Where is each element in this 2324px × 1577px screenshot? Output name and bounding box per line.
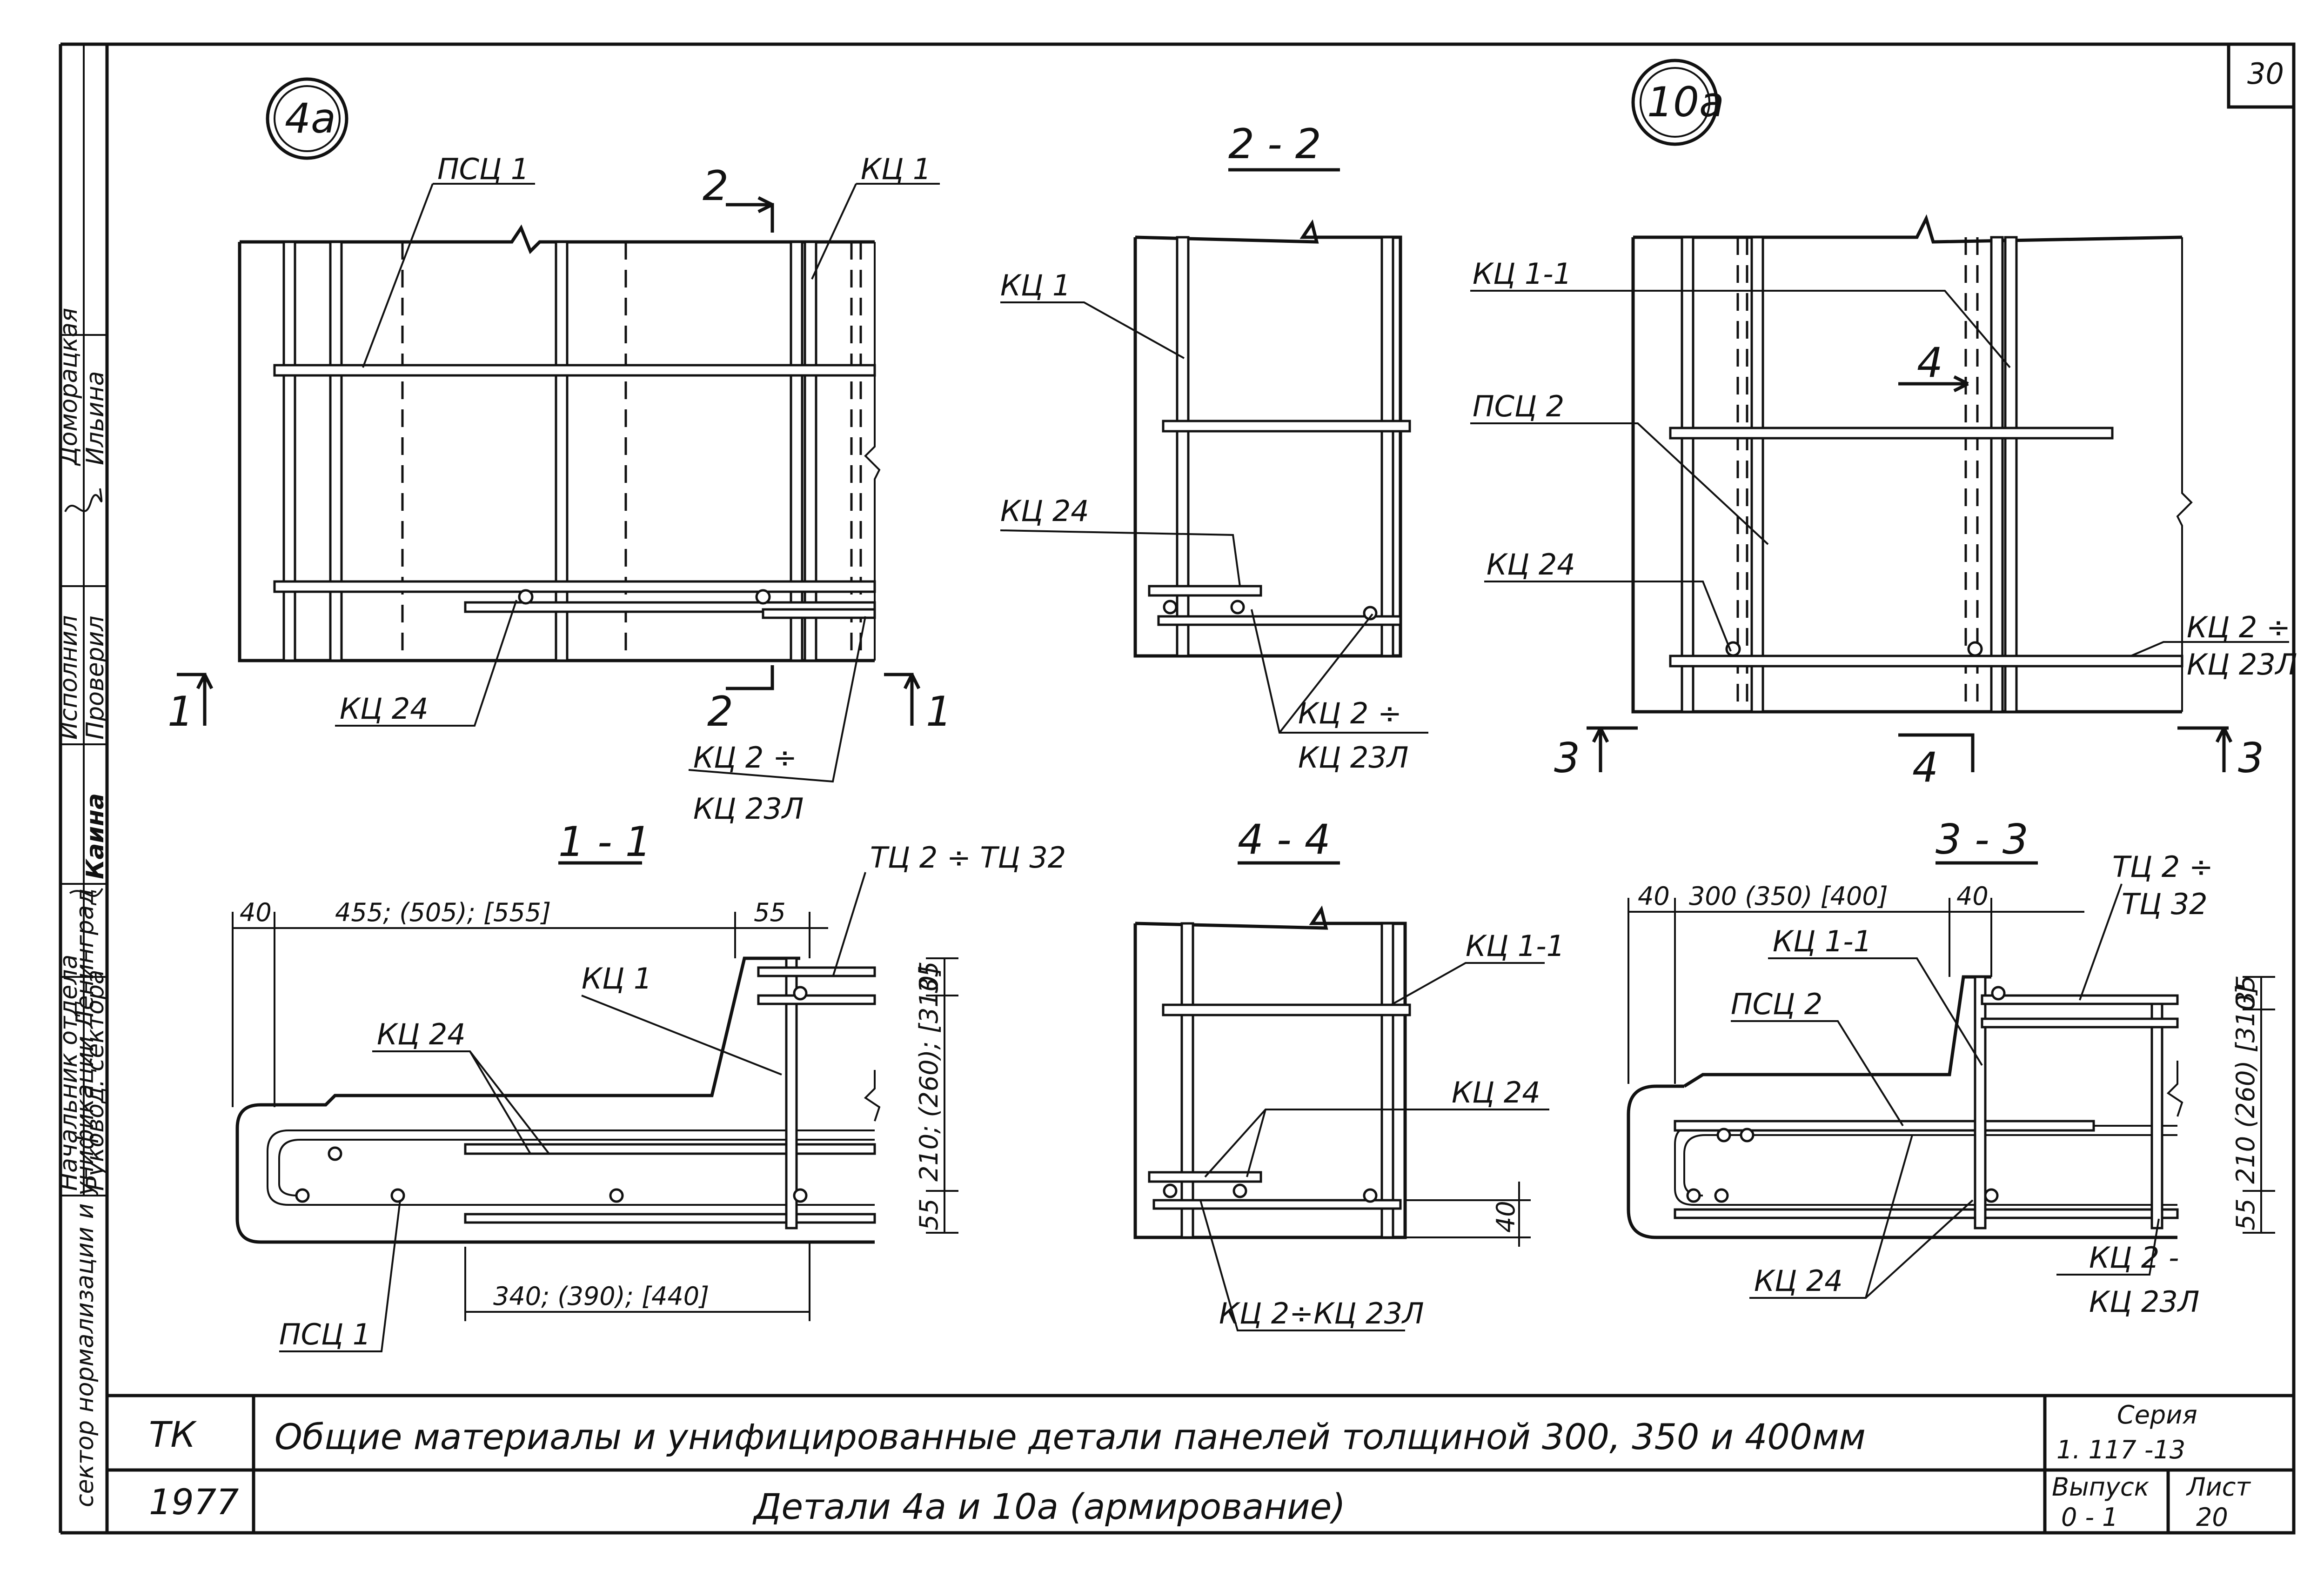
section-2-2 <box>1000 168 1428 734</box>
d10a-label-kc2-b: КЦ 23Л <box>2187 648 2297 682</box>
detail-4a-marker-outer <box>266 77 348 160</box>
section-1-1 <box>232 861 958 1352</box>
s33-dim-40b: 40 <box>1956 882 1989 911</box>
d10a-label-kc2-a: КЦ 2 ÷ <box>2187 610 2291 644</box>
title-block <box>107 1394 2294 1533</box>
title-line-2: Детали 4а и 10а (армирование) <box>752 1486 1346 1527</box>
s11-dim-55: 55 <box>754 898 786 927</box>
stamp-org: сектор нормализации и унификации Ленингр… <box>71 888 99 1507</box>
s33-dim-300: 300 (350) [400] <box>1689 882 1888 911</box>
s33-label-kc2-b: КЦ 23Л <box>2089 1285 2199 1319</box>
sheet-frame <box>59 42 2296 1535</box>
d4a-label-kc24: КЦ 24 <box>340 692 429 726</box>
d4a-label-kc1: КЦ 1 <box>861 152 931 186</box>
d4a-label-psc1: ПСЦ 1 <box>437 152 529 186</box>
s11-label-psc1: ПСЦ 1 <box>279 1317 371 1351</box>
stamp-role-checked: Проверил <box>81 615 109 740</box>
d4a-label-kc2-b: КЦ 23Л <box>693 792 804 826</box>
cut-4-top: 4 <box>1917 339 1943 387</box>
stamp-role-head-dept: Начальник отдела <box>55 955 83 1191</box>
s11-label-kc24: КЦ 24 <box>377 1017 466 1051</box>
title-line-1: Общие материалы и унифицированные детали… <box>275 1416 1866 1457</box>
series-label: Серия <box>2117 1400 2197 1430</box>
s22-label-kc2-a: КЦ 2 ÷ <box>1298 696 1402 730</box>
s44-label-kc1-1: КЦ 1-1 <box>1466 929 1565 963</box>
stamp-name-ilina: Ильина <box>81 371 109 465</box>
d10a-label-kc24: КЦ 24 <box>1487 548 1575 581</box>
s33-label-kc2-a: КЦ 2 - <box>2089 1241 2179 1275</box>
s11-dim-35: 35 <box>914 961 944 993</box>
detail-10a-elevation: 3 3 4 4 <box>1470 59 2289 791</box>
s11-dim-55v: 55 <box>914 1198 944 1230</box>
s22-label-kc2-b: КЦ 23Л <box>1298 741 1408 775</box>
cut-2-bottom: 2 <box>707 688 733 735</box>
s11-dim-210: 210; (260); [310] <box>914 966 944 1182</box>
s33-label-psc2: ПСЦ 2 <box>1731 987 1822 1021</box>
d10a-label-kc1-1: КЦ 1-1 <box>1473 257 1572 291</box>
section-3-3 <box>1627 861 2275 1299</box>
cut-3-left: 3 <box>1554 734 1580 782</box>
s11-dim-40: 40 <box>240 898 272 927</box>
s11-dim-455: 455; (505); [555] <box>335 898 551 927</box>
cut-1-left: 1 <box>167 688 194 735</box>
detail-4a-marker-label: 4а <box>285 94 336 142</box>
signature-scribble <box>64 488 103 897</box>
cut-3-right: 3 <box>2238 734 2264 782</box>
cut-4-bottom: 4 <box>1912 743 1938 791</box>
title-org-code: ТК <box>149 1414 197 1455</box>
stamp-name-kaina: Каина <box>81 793 109 879</box>
s33-dim-55: 55 <box>2231 1198 2260 1230</box>
s11-dim-340: 340; (390); [440] <box>493 1282 709 1311</box>
s33-label-kc1-1: КЦ 1-1 <box>1773 924 1872 958</box>
s11-label-kc1: КЦ 1 <box>582 962 652 996</box>
detail-10a-marker-inner <box>1640 67 1710 138</box>
d4a-label-kc2-a: КЦ 2 ÷ <box>693 741 797 775</box>
s33-label-kc24: КЦ 24 <box>1754 1264 1843 1298</box>
s22-label-kc24: КЦ 24 <box>1000 494 1089 528</box>
s44-title: 4 - 4 <box>1238 815 1331 863</box>
issue-label: Выпуск <box>2052 1472 2150 1502</box>
s33-dim-40a: 40 <box>1638 882 1670 911</box>
issue-value: 0 - 1 <box>2061 1503 2118 1532</box>
sheet-label: Лист <box>2186 1472 2251 1502</box>
side-stamp: Начальник отдела Руковод. сектора Исполн… <box>55 308 109 1507</box>
cut-1-right: 1 <box>926 688 952 735</box>
stamp-role-sector-head: Руковод. сектора <box>81 969 109 1191</box>
section-4-4 <box>1133 861 1549 1331</box>
s44-label-kc2: КЦ 2÷КЦ 23Л <box>1219 1296 1424 1330</box>
title-year: 1977 <box>149 1481 239 1523</box>
stamp-role-executed: Исполнил <box>55 615 83 740</box>
detail-4a-elevation: 2 2 1 1 <box>167 77 952 783</box>
page-number: 30 <box>2247 57 2284 91</box>
s44-label-kc24: КЦ 24 <box>1452 1076 1540 1109</box>
s33-dim-210: 210 (260) [310] <box>2231 985 2260 1184</box>
s33-title: 3 - 3 <box>1936 815 2029 863</box>
stamp-name-domoratskaya: Доморацкая <box>55 308 83 466</box>
s33-label-tc-b: ТЦ 32 <box>2122 887 2208 921</box>
s22-label-kc1: КЦ 1 <box>1000 268 1071 302</box>
detail-10a-marker-label: 10а <box>1647 78 1724 126</box>
d10a-label-psc2: ПСЦ 2 <box>1473 389 1564 423</box>
detail-4a-marker-inner <box>274 85 341 152</box>
detail-10a-marker-outer <box>1631 59 1719 146</box>
s33-dim-35: 35 <box>2231 975 2260 1007</box>
sheet-value: 20 <box>2196 1503 2228 1532</box>
cut-2-top: 2 <box>703 162 729 210</box>
s11-label-tc: ТЦ 2 ÷ ТЦ 32 <box>870 841 1066 875</box>
s33-label-tc-a: ТЦ 2 ÷ <box>2112 850 2213 884</box>
series-value: 1. 117 -13 <box>2056 1435 2185 1464</box>
s22-title: 2 - 2 <box>1228 120 1321 168</box>
s11-title: 1 - 1 <box>558 818 651 866</box>
s44-dim-40: 40 <box>1491 1201 1520 1233</box>
